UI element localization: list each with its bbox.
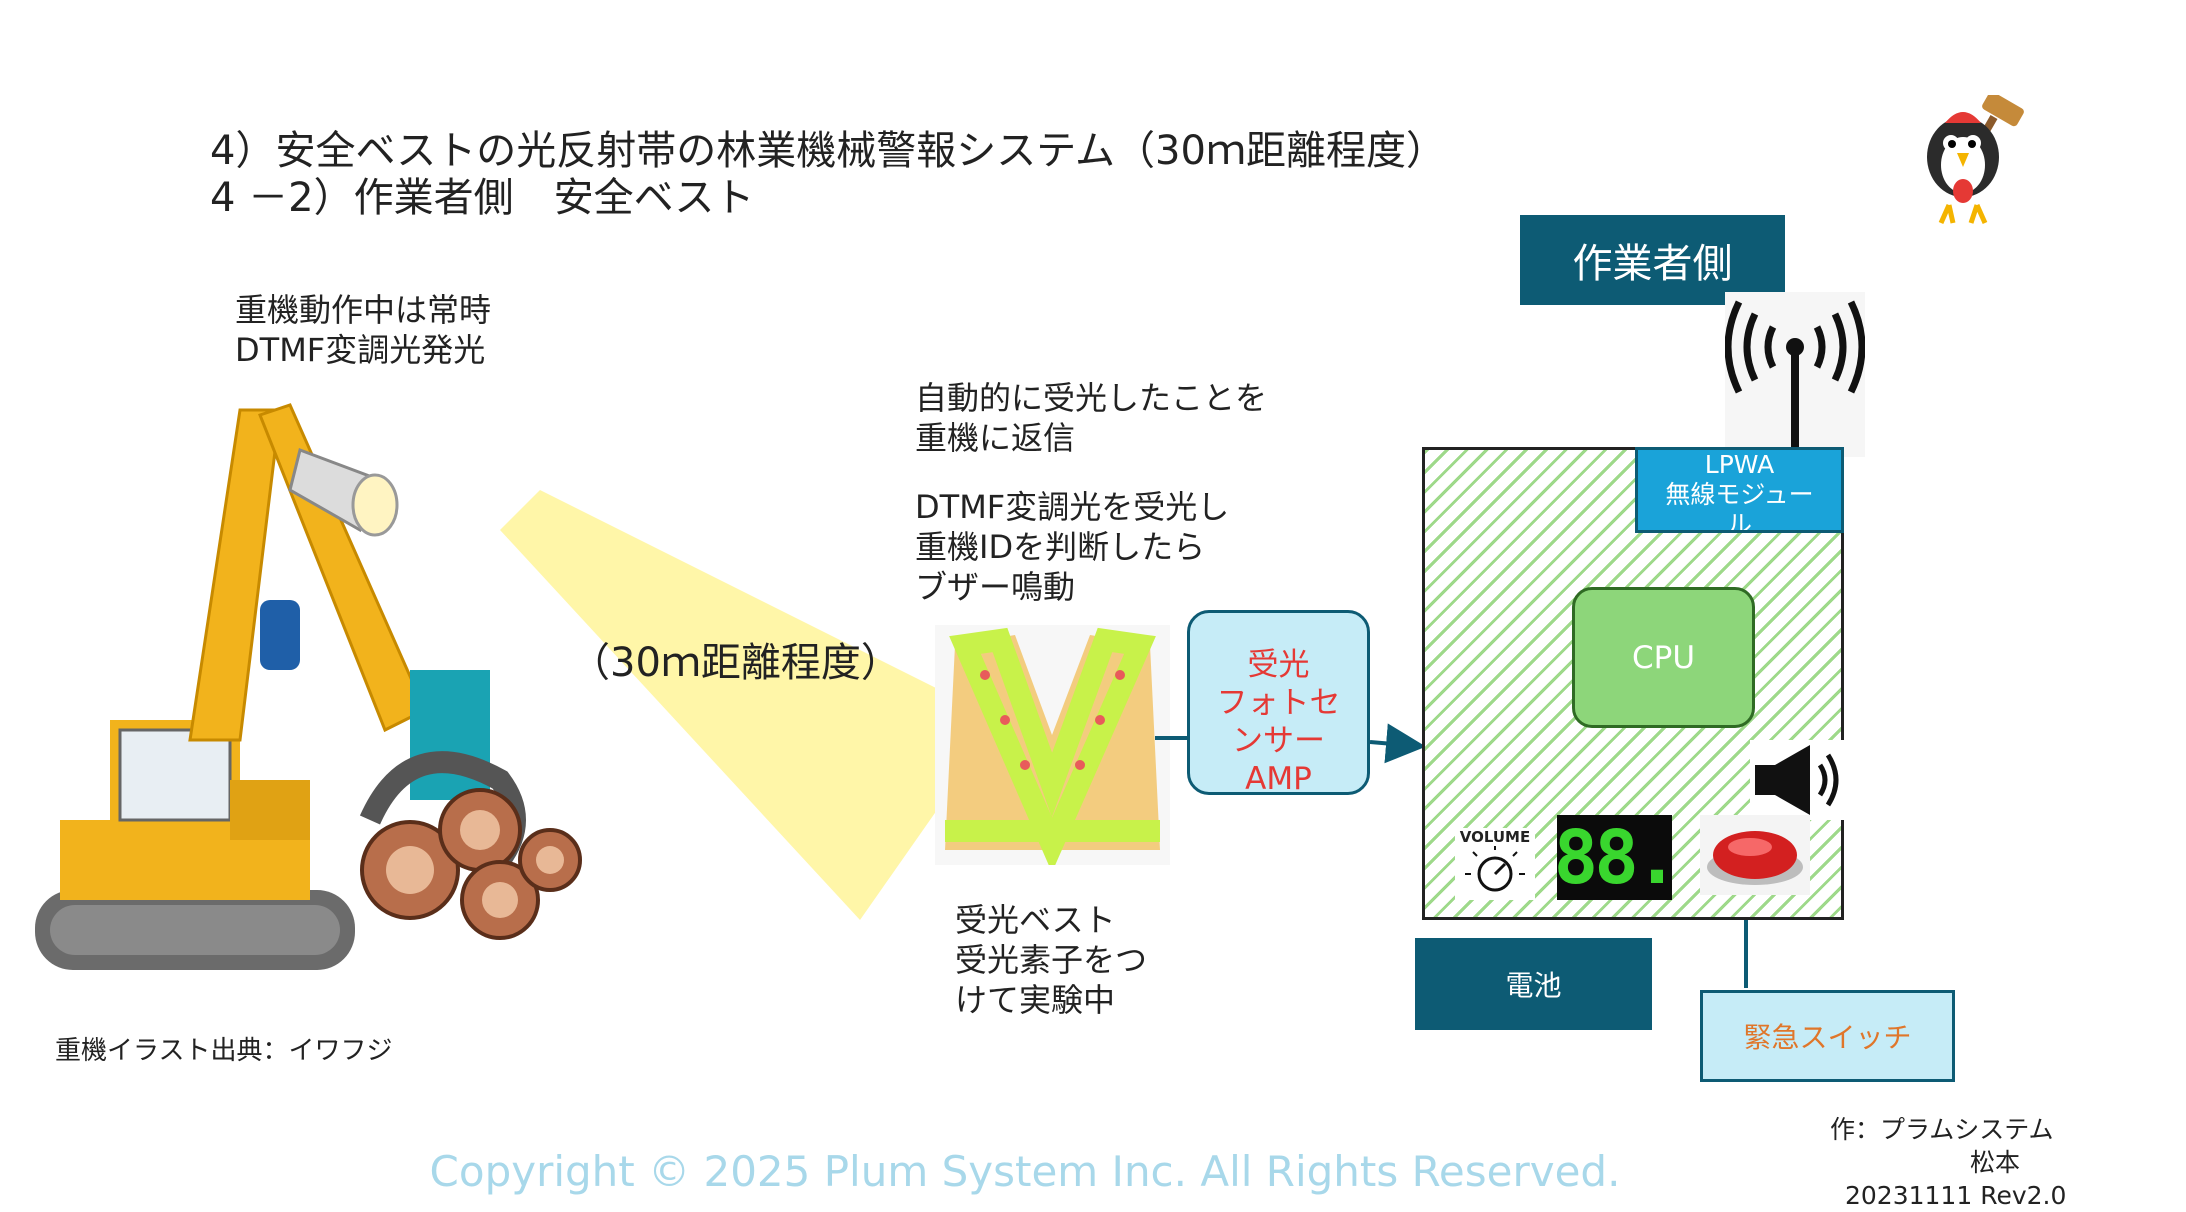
seven-segment-display: 88. — [1554, 815, 1680, 901]
seven-segment-digits: 88. — [1553, 814, 1680, 901]
mascot-bird-icon — [1927, 95, 2024, 225]
volume-label: VOLUME — [1459, 828, 1531, 846]
author-credit: 作：プラムシステム — [1830, 1115, 2054, 1144]
antenna-icon — [1725, 292, 1865, 457]
title-line2: 4 －2）作業者側 安全ベスト — [210, 175, 755, 221]
emergency-switch-block: 緊急スイッチ — [1700, 990, 1955, 1082]
vest-caption: 受光ベスト 受光素子をつ けて実験中 — [955, 901, 1148, 1019]
cpu-block: CPU — [1572, 587, 1755, 728]
title-line1: 4）安全ベストの光反射帯の林業機械警報システム（30ｍ距離程度） — [210, 128, 1446, 174]
author-name: 松本 — [1970, 1148, 2021, 1177]
volume-knob-icon — [1465, 846, 1525, 892]
worker-side-label: 作業者側 — [1520, 215, 1785, 305]
dtmf-receive-note: DTMF変調光を受光し 重機IDを判断したら ブザー鳴動 — [915, 488, 1230, 606]
sensor-amp-block: 受光 フォトセ ンサー AMP — [1187, 608, 1370, 798]
distance-label: （30ｍ距離程度） — [570, 640, 901, 686]
copyright-notice: Copyright © 2025 Plum System Inc. All Ri… — [429, 1147, 1621, 1196]
version-label: 20231111 Rev2.0 — [1845, 1181, 2067, 1210]
sensor-amp-label: 受光 フォトセ ンサー AMP — [1217, 608, 1341, 798]
excavator-illustration — [35, 403, 582, 970]
heavy-machine-note: 重機動作中は常時 DTMF変調光発光 — [235, 291, 492, 369]
auto-reply-note: 自動的に受光したことを 重機に返信 — [915, 379, 1268, 457]
safety-vest-image — [935, 625, 1170, 865]
lpwa-module: LPWA 無線モジュー ル — [1635, 447, 1844, 533]
sensor-to-board-arrow — [1369, 723, 1426, 764]
sensor-amp-text: 受光 フォトセ ンサー AMP — [1216, 646, 1341, 797]
volume-knob: VOLUME — [1455, 828, 1535, 900]
emergency-button-icon[interactable] — [1700, 815, 1810, 895]
illustration-credit: 重機イラスト出典：イワフジ — [55, 1036, 393, 1066]
light-beam — [500, 490, 1000, 920]
battery-block: 電池 — [1415, 938, 1652, 1030]
speaker-icon — [1750, 740, 1845, 820]
